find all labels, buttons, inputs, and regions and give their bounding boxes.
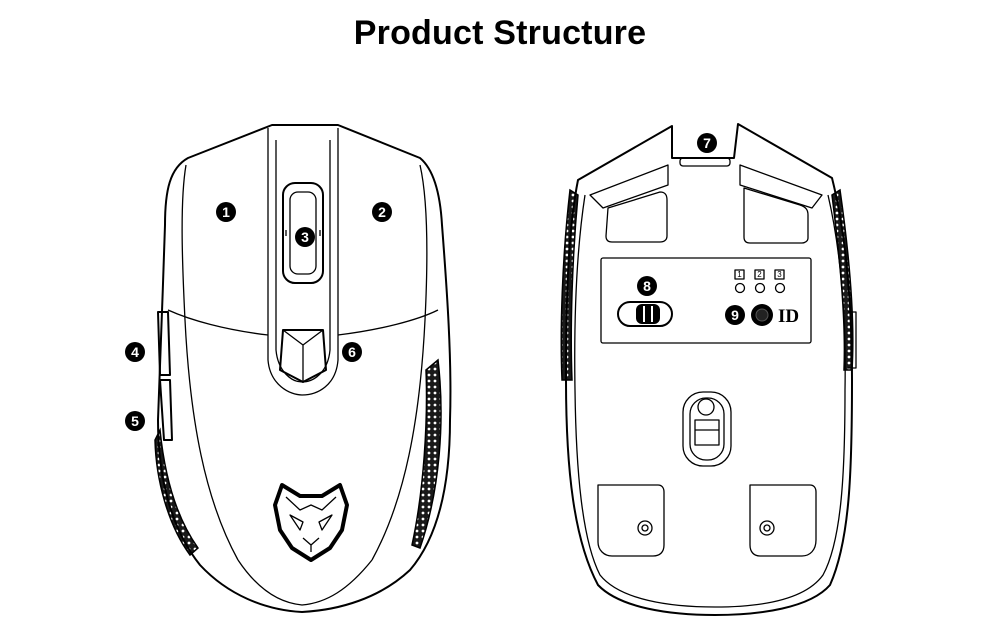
mouse-top-view-icon (154, 124, 452, 613)
marker-7: 7 (697, 133, 717, 153)
svg-text:1: 1 (222, 204, 230, 220)
marker-9: 9 (725, 305, 745, 325)
page-title: Product Structure (353, 14, 647, 52)
marker-3: 3 (295, 227, 315, 247)
dpi-label-3: 3 (777, 270, 782, 279)
marker-1: 1 (216, 202, 236, 222)
svg-text:3: 3 (301, 229, 309, 245)
svg-text:2: 2 (378, 204, 386, 220)
dpi-label-2: 2 (757, 270, 762, 279)
panther-logo-icon (273, 483, 349, 562)
marker-4: 4 (125, 342, 145, 362)
svg-text:5: 5 (131, 413, 139, 429)
svg-text:6: 6 (348, 344, 356, 360)
svg-text:8: 8 (643, 278, 651, 294)
svg-text:7: 7 (703, 135, 711, 151)
marker-5: 5 (125, 411, 145, 431)
marker-2: 2 (372, 202, 392, 222)
id-label: ID (778, 306, 799, 327)
svg-text:4: 4 (131, 344, 139, 360)
marker-8: 8 (637, 276, 657, 296)
svg-text:9: 9 (731, 307, 739, 323)
dpi-label-1: 1 (737, 270, 742, 279)
mouse-bottom-view-icon: 1 2 3 ID (560, 123, 857, 616)
marker-6: 6 (342, 342, 362, 362)
